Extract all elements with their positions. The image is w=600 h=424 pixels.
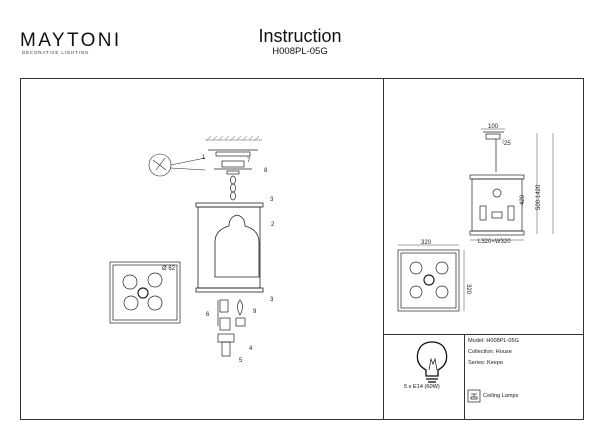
drawing-frame <box>20 78 584 420</box>
callout-6: 6 <box>206 312 210 318</box>
callout-3a: 3 <box>270 197 274 203</box>
callout-4: 4 <box>249 346 253 352</box>
dim-total-height: 500-1420 <box>536 184 542 210</box>
bulb-assembly <box>217 299 246 357</box>
elevation-view <box>469 131 525 236</box>
dim-plan-depth: 320 <box>465 284 471 295</box>
light-bulb-icon <box>416 341 448 383</box>
spec-divider <box>464 334 465 420</box>
dim-canopy-height: 25 <box>504 141 511 147</box>
callout-8: 8 <box>264 168 268 174</box>
brand-logo: MAYTONI <box>20 30 122 51</box>
spec-model: Model: H008PL-05G <box>468 338 519 344</box>
dim-body-size: L320×W320 <box>478 239 511 245</box>
callout-2: 2 <box>271 222 275 228</box>
plan-dims-view <box>397 244 465 312</box>
ceiling-hatch <box>205 135 262 141</box>
detail-note: Ø 62 <box>162 266 176 272</box>
callout-5: 5 <box>239 358 243 364</box>
ceiling-lamp-icon <box>467 389 481 403</box>
model-number: H008PL-05G <box>272 46 328 57</box>
callout-9: 9 <box>253 309 257 315</box>
spec-category: Ceiling Lamps <box>483 393 519 399</box>
elevation-dims <box>470 128 554 241</box>
callout-1: 1 <box>202 155 206 161</box>
frame-divider-vertical <box>383 78 384 420</box>
callout-7: 7 <box>247 158 251 164</box>
dim-body-height: 420 <box>520 194 526 205</box>
plan-view <box>109 261 181 324</box>
frame-divider-horizontal <box>383 334 584 335</box>
brand-tagline: DECORATIVE LIGHTING <box>22 50 90 55</box>
canopy-parts <box>208 149 258 175</box>
spec-series: Series: Keepe <box>468 360 504 366</box>
bulb-spec: 5 x E14 (60W) <box>404 384 440 390</box>
dim-plan-width: 320 <box>421 240 432 246</box>
page-title: Instruction <box>258 26 342 46</box>
callout-3b: 3 <box>270 297 274 303</box>
lantern-body <box>195 202 264 293</box>
detail-circle <box>148 153 206 177</box>
chain <box>230 175 236 201</box>
dim-top-width: 100 <box>488 124 499 130</box>
spec-collection: Collection: House <box>468 349 512 355</box>
